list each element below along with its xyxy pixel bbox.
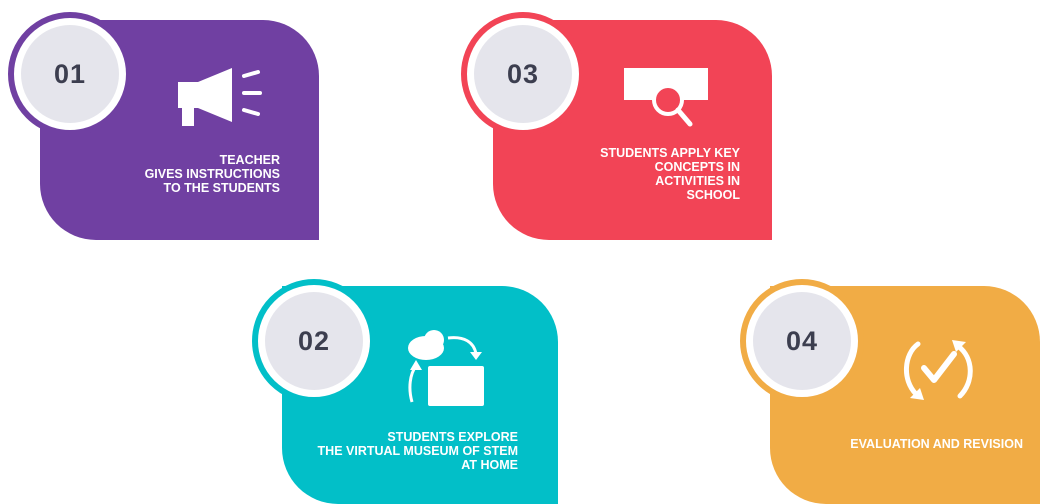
check-refresh-icon (896, 338, 980, 402)
megaphone-icon (178, 68, 264, 128)
step-04-number: 04 (753, 292, 851, 390)
cloud-sync-icon (404, 330, 488, 410)
step-04-text: EVALUATION AND REVISION (850, 437, 1023, 451)
step-02-text: STUDENTS EXPLORE THE VIRTUAL MUSEUM OF S… (317, 430, 518, 472)
step-03-text: STUDENTS APPLY KEY CONCEPTS IN ACTIVITIE… (600, 146, 740, 202)
step-01-text: TEACHER GIVES INSTRUCTIONS TO THE STUDEN… (144, 153, 280, 195)
step-02-number: 02 (265, 292, 363, 390)
search-icon (624, 68, 708, 130)
step-03-number: 03 (474, 25, 572, 123)
step-01-number: 01 (21, 25, 119, 123)
